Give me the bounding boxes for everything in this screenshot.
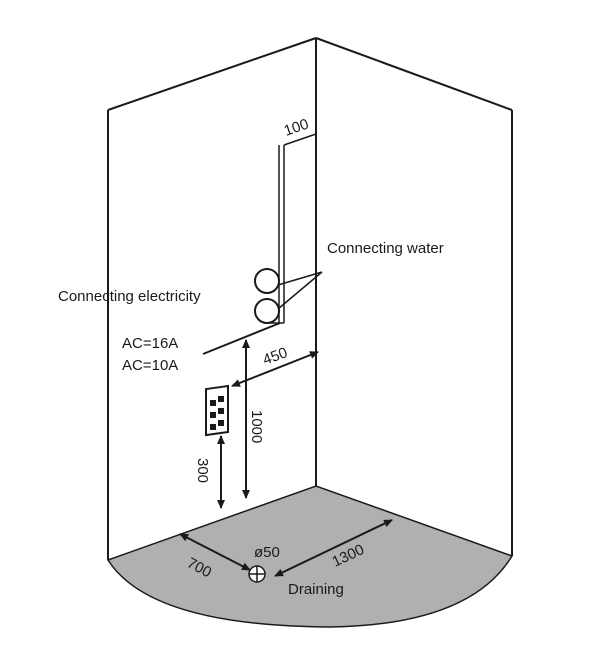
socket-box: [205, 384, 229, 437]
arrow-700: [179, 533, 251, 571]
electric-socket-icon: [205, 384, 229, 437]
water-supply: [254, 145, 323, 324]
socket-pin-4: [218, 408, 224, 414]
connecting-water-label: Connecting water: [327, 240, 444, 257]
water-leader-line-2: [277, 271, 323, 310]
ac-10a-label: AC=10A: [122, 357, 178, 374]
water-leader-line-1: [277, 271, 323, 286]
water-outlet-hot: [254, 268, 280, 294]
wall-offset-dimension: 450: [231, 344, 319, 387]
connecting-electricity-label: Connecting electricity: [58, 288, 201, 305]
socket-pin-5: [210, 424, 216, 430]
socket-pin-1: [210, 400, 216, 406]
water-outlet-cold: [254, 298, 280, 324]
pipe-spacing-dimension: 100: [282, 116, 317, 146]
socket-pin-2: [218, 396, 224, 402]
draining-label: Draining: [288, 581, 344, 598]
dimension-line-100: [283, 133, 317, 146]
socket-height-dimension: 300: [194, 435, 225, 509]
ac-16a-label: AC=16A: [122, 335, 178, 352]
dimension-1000-label: 1000: [248, 410, 265, 443]
left-wall-top-edge: [107, 37, 317, 111]
right-wall-top-edge: [315, 37, 513, 111]
drain-outlet-icon: [248, 565, 266, 583]
dimension-300-label: 300: [194, 458, 211, 483]
electricity-cable-line: [202, 322, 281, 355]
shower-tray-floor: [106, 485, 514, 628]
socket-pin-3: [210, 412, 216, 418]
walls: [107, 37, 513, 560]
socket-pin-6: [218, 420, 224, 426]
dimension-100-label: 100: [282, 116, 311, 140]
water-height-dimension: 1000: [242, 339, 265, 499]
arrow-1300: [274, 519, 393, 577]
drain-diameter-label: ø50: [254, 544, 280, 561]
